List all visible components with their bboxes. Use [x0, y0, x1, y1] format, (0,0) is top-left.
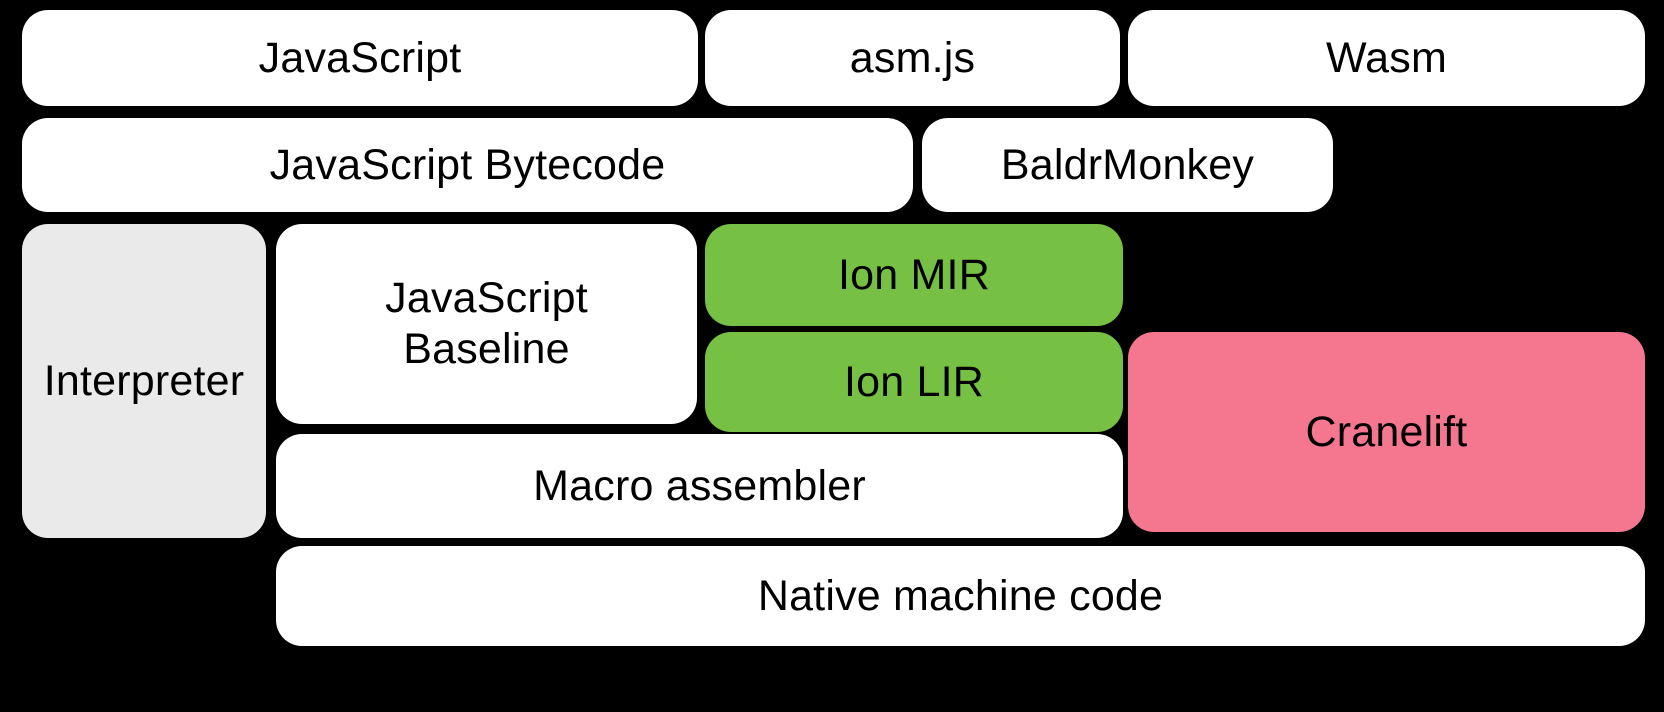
node-wasm[interactable]: Wasm [1128, 10, 1645, 106]
node-ion-mir[interactable]: Ion MIR [705, 224, 1123, 326]
node-javascript-baseline[interactable]: JavaScript Baseline [276, 224, 697, 424]
node-cranelift[interactable]: Cranelift [1128, 332, 1645, 532]
node-javascript-bytecode[interactable]: JavaScript Bytecode [22, 118, 913, 212]
node-baldrmonkey[interactable]: BaldrMonkey [922, 118, 1333, 212]
node-native-machine-code[interactable]: Native machine code [276, 546, 1645, 646]
node-javascript[interactable]: JavaScript [22, 10, 698, 106]
node-interpreter[interactable]: Interpreter [22, 224, 266, 538]
node-ion-lir[interactable]: Ion LIR [705, 332, 1123, 432]
node-macro-assembler[interactable]: Macro assembler [276, 434, 1123, 538]
node-asmjs[interactable]: asm.js [705, 10, 1120, 106]
